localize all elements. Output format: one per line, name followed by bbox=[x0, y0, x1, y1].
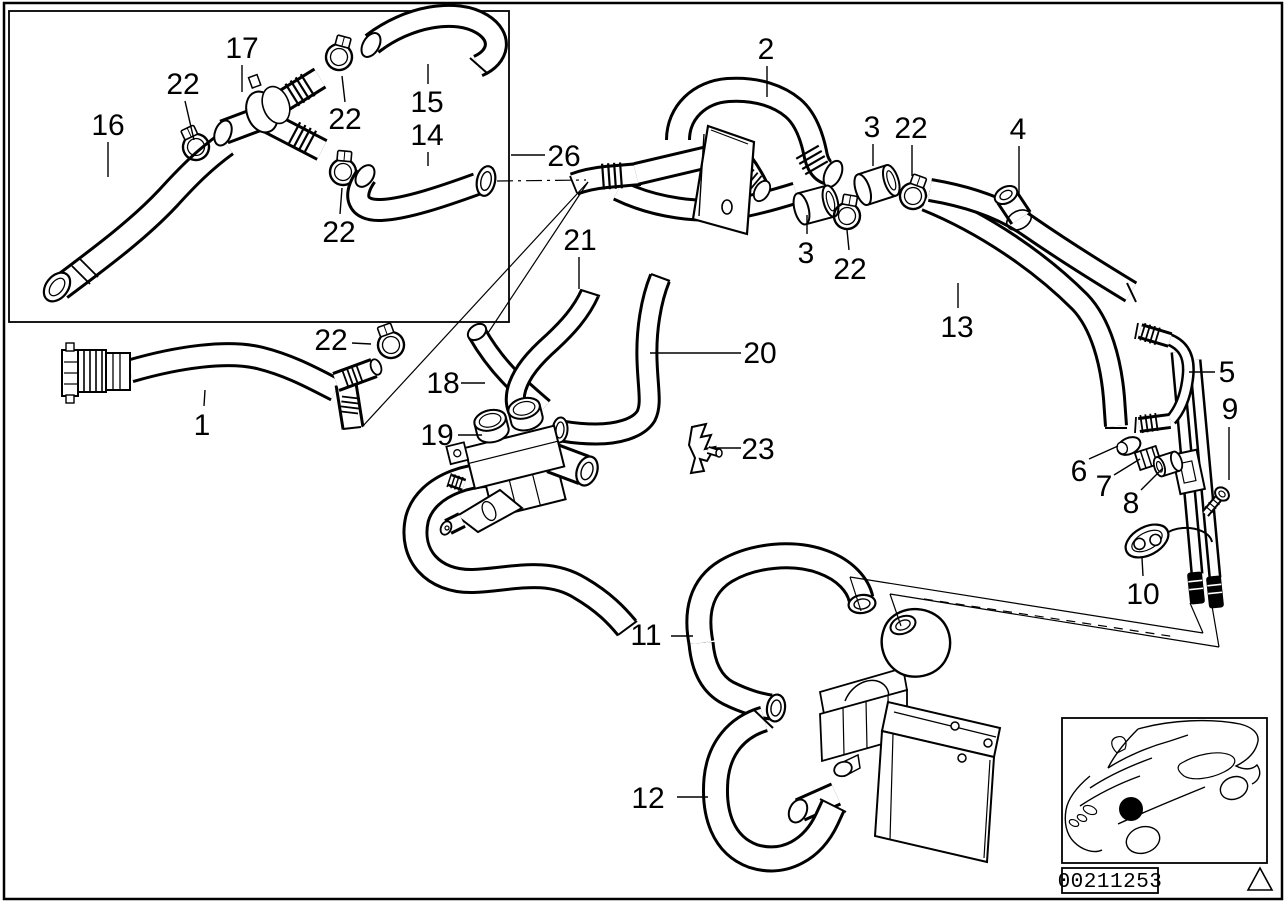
callout-22-leader-5 bbox=[341, 75, 346, 103]
callout-22-label-2: 22 bbox=[166, 68, 199, 101]
pointer-lines bbox=[361, 179, 1220, 648]
callout-17-label-1: 17 bbox=[225, 32, 258, 65]
bracket-plate bbox=[691, 124, 756, 236]
callout-16-label-0: 16 bbox=[91, 109, 124, 142]
callout-8-leader-24 bbox=[1140, 467, 1164, 491]
inset-box bbox=[8, 10, 510, 323]
hose-20 bbox=[551, 273, 671, 446]
hose-1 bbox=[61, 342, 383, 430]
elbow-boot bbox=[880, 607, 952, 678]
hose-with-t-4 bbox=[927, 178, 1138, 303]
callout-6-label-22: 6 bbox=[1071, 455, 1088, 488]
callout-15-label-3: 15 bbox=[410, 86, 443, 119]
callout-22-label-14: 22 bbox=[833, 253, 866, 286]
water-valve-19 bbox=[439, 393, 599, 536]
auxiliary-heater-unit bbox=[787, 666, 1002, 864]
t-fitting-1 bbox=[332, 358, 383, 430]
callout-22-label-29: 22 bbox=[314, 324, 347, 357]
callout-2-label-7: 2 bbox=[758, 33, 775, 66]
callout-20-label-16: 20 bbox=[743, 337, 776, 370]
callout-22-label-5: 22 bbox=[328, 103, 361, 136]
callout-11-label-26: 11 bbox=[630, 619, 661, 652]
hose-assembly-2 bbox=[569, 76, 844, 236]
callout-3-label-8: 3 bbox=[864, 111, 881, 144]
callout-19-label-20: 19 bbox=[420, 419, 453, 452]
inset-assembly bbox=[42, 3, 508, 303]
callout-22-label-9: 22 bbox=[894, 112, 927, 145]
location-dot bbox=[1119, 797, 1143, 821]
part-9-screw bbox=[1201, 486, 1230, 517]
hose-11 bbox=[685, 542, 877, 723]
t-valve-17 bbox=[213, 67, 328, 161]
pipe-set-5 bbox=[1134, 322, 1225, 610]
hose-12 bbox=[702, 706, 847, 873]
callout-1-label-28: 1 bbox=[194, 409, 211, 442]
callout-18-label-19: 18 bbox=[426, 367, 459, 400]
part-8-sleeve bbox=[1152, 450, 1184, 478]
clip-23 bbox=[687, 422, 723, 475]
callout-1-leader-28 bbox=[203, 389, 206, 407]
hose-13 bbox=[921, 188, 1128, 429]
callout-8-label-24: 8 bbox=[1123, 487, 1140, 520]
car-sketch bbox=[1064, 719, 1261, 855]
pipe-end-cap-right bbox=[1205, 574, 1225, 610]
clamp-22-near-part1 bbox=[370, 319, 409, 363]
image-number-box bbox=[1061, 867, 1159, 894]
image-number: 00211253 bbox=[1058, 871, 1163, 894]
clamp-22-inset-top bbox=[321, 32, 359, 75]
callout-26-label-11: 26 bbox=[547, 140, 580, 173]
callout-6-leader-22 bbox=[1088, 445, 1119, 460]
car-locator-inset bbox=[1061, 717, 1268, 864]
callout-22-leader-14 bbox=[846, 229, 850, 251]
warning-triangle-icon bbox=[1246, 866, 1274, 891]
callout-10-leader-25 bbox=[1141, 557, 1144, 577]
callout-22-leader-6 bbox=[339, 187, 343, 215]
callout-7-label-23: 7 bbox=[1096, 470, 1113, 503]
part-6-nut bbox=[1116, 436, 1142, 456]
callout-9-label-18: 9 bbox=[1222, 393, 1239, 426]
callout-5-label-17: 5 bbox=[1219, 356, 1236, 389]
car-box bbox=[1061, 717, 1268, 864]
callout-21-label-12: 21 bbox=[563, 224, 596, 257]
callout-7-leader-23 bbox=[1113, 458, 1141, 476]
callout-22-label-6: 22 bbox=[322, 216, 355, 249]
callout-22-leader-2 bbox=[184, 100, 195, 141]
hose-14 bbox=[346, 164, 497, 222]
hose-15 bbox=[360, 3, 508, 78]
callout-23-label-21: 23 bbox=[741, 433, 774, 466]
hose-16 bbox=[42, 133, 235, 303]
hose-loop-lower bbox=[402, 461, 638, 637]
callout-14-label-4: 14 bbox=[410, 119, 443, 152]
callout-4-label-10: 4 bbox=[1010, 113, 1027, 146]
callout-12-label-27: 12 bbox=[631, 782, 664, 815]
callout-22-leader-29 bbox=[351, 342, 372, 345]
pipe-end-cap-left bbox=[1186, 570, 1206, 606]
part-10-grommet bbox=[1124, 523, 1170, 559]
callout-3-label-13: 3 bbox=[798, 237, 815, 270]
sleeve-3-upper bbox=[850, 161, 904, 209]
callout-13-label-15: 13 bbox=[940, 311, 973, 344]
callout-10-label-25: 10 bbox=[1126, 578, 1159, 611]
